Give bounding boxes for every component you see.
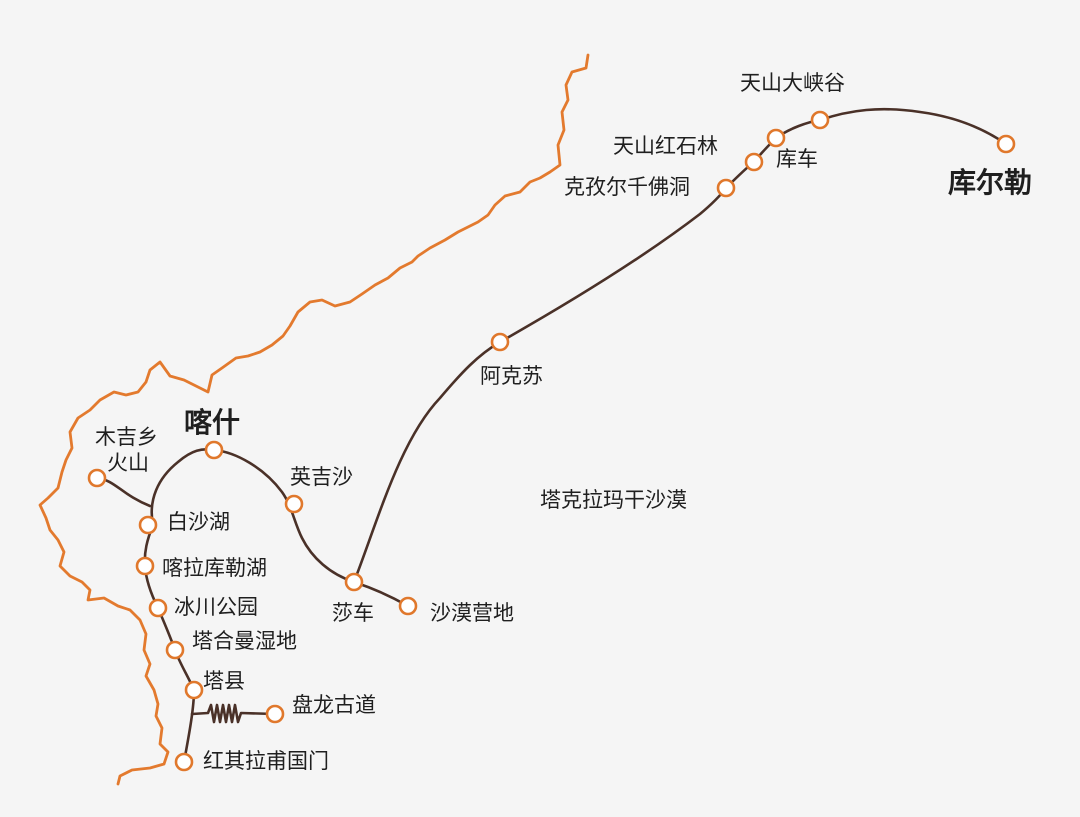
stop-red-stone bbox=[766, 128, 786, 148]
stop-karakul bbox=[135, 556, 155, 576]
stop-grand-canyon bbox=[810, 110, 830, 130]
label-korla: 库尔勒 bbox=[948, 166, 1032, 199]
label-khunjerab: 红其拉甫国门 bbox=[203, 749, 329, 773]
stop-korla bbox=[996, 134, 1016, 154]
label-tahman: 塔合曼湿地 bbox=[192, 629, 297, 653]
label-grand-canyon: 天山大峡谷 bbox=[740, 71, 845, 95]
label-glacier-park: 冰川公园 bbox=[174, 595, 258, 619]
label-huoshan: 火山 bbox=[107, 451, 149, 475]
stop-taxian bbox=[184, 680, 204, 700]
stop-mujixiang bbox=[87, 468, 107, 488]
label-kizil: 克孜尔千佛洞 bbox=[564, 175, 690, 199]
stop-khunjerab bbox=[174, 752, 194, 772]
stop-baishahu bbox=[138, 515, 158, 535]
label-desert-camp: 沙漠营地 bbox=[430, 601, 514, 625]
stop-kuqa bbox=[744, 152, 764, 172]
stop-desert-camp bbox=[398, 596, 418, 616]
label-yengisar: 英吉沙 bbox=[290, 465, 353, 489]
stop-yengisar bbox=[284, 494, 304, 514]
stop-kashgar bbox=[204, 440, 224, 460]
label-panlong: 盘龙古道 bbox=[292, 693, 376, 717]
label-taklamakan: 塔克拉玛干沙漠 bbox=[540, 488, 687, 512]
place-labels: 木吉乡 火山 喀什 白沙湖 喀拉库勒湖 冰川公园 塔合曼湿地 塔县 盘龙古道 红… bbox=[95, 71, 1032, 773]
stop-glacier-park bbox=[148, 598, 168, 618]
label-kashgar: 喀什 bbox=[184, 406, 240, 439]
stop-tahman bbox=[165, 640, 185, 660]
stop-kizil bbox=[716, 178, 736, 198]
label-taxian: 塔县 bbox=[203, 669, 245, 693]
border-line bbox=[38, 53, 590, 786]
route-panlong bbox=[190, 703, 277, 724]
stop-aksu bbox=[490, 332, 510, 352]
label-kuqa: 库车 bbox=[776, 147, 818, 171]
label-yarkand: 莎车 bbox=[332, 601, 374, 625]
stop-markers bbox=[87, 110, 1016, 772]
label-karakul: 喀拉库勒湖 bbox=[162, 556, 267, 580]
label-aksu: 阿克苏 bbox=[480, 364, 543, 388]
label-mujixiang: 木吉乡 bbox=[95, 425, 158, 449]
stop-panlong bbox=[265, 704, 285, 724]
label-red-stone: 天山红石林 bbox=[613, 134, 718, 158]
label-baishahu: 白沙湖 bbox=[167, 510, 230, 534]
stop-yarkand bbox=[344, 572, 364, 592]
